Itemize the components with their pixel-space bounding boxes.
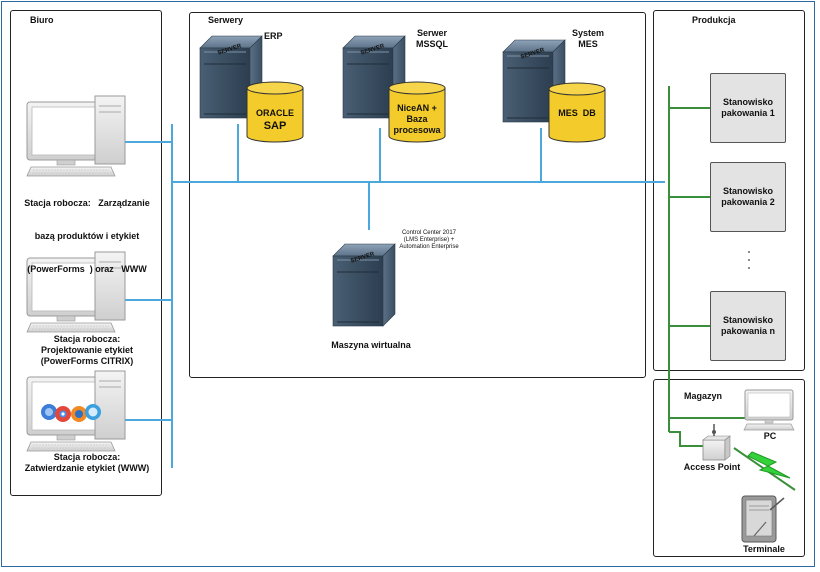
access-point-icon xyxy=(702,424,731,461)
warehouse-pc-computer xyxy=(743,389,795,431)
office-section xyxy=(10,10,162,496)
mes-server-title: System MES xyxy=(564,28,612,50)
warehouse-section-title: Magazyn xyxy=(684,391,723,401)
workstation-1-label: Stacja robocza: Zarządzanie bazą produkt… xyxy=(12,176,162,286)
warehouse-section xyxy=(653,379,805,557)
workstation-1-computer xyxy=(26,95,126,177)
mssql-db-line2: Baza xyxy=(406,114,428,124)
erp-db-line1: ORACLE xyxy=(256,108,294,118)
mssql-title-line1: Serwer xyxy=(416,28,448,38)
office-section-title: Biuro xyxy=(30,15,54,25)
mes-db-cylinder xyxy=(548,82,606,143)
mssql-db-label: NiceAN + Baza procesowa xyxy=(389,103,445,136)
workstation-1-line2: bazą produktów i etykiet xyxy=(34,231,140,241)
erp-server-title: ERP xyxy=(264,31,283,41)
terminal-device-icon xyxy=(741,495,785,543)
vm-note: Control Center 2017 (LMS Enterprise) + A… xyxy=(386,230,472,251)
workstation-3-line2: Zatwierdzanie etykiet (WWW) xyxy=(24,463,150,473)
packing-station-1-line1: Stanowisko xyxy=(722,97,773,107)
vm-note-line1: Control Center 2017 xyxy=(401,230,457,236)
mssql-db-cylinder xyxy=(388,81,446,143)
workstation-2-label: Stacja robocza: Projektowanie etykiet (P… xyxy=(12,334,162,367)
erp-db-line2: SAP xyxy=(263,120,287,132)
browser-logos-icon xyxy=(41,404,101,422)
terminals-label: Terminale xyxy=(743,544,785,554)
workstation-3-label: Stacja robocza: Zatwierdzanie etykiet (W… xyxy=(12,452,162,474)
workstation-2-line3: (PowerForms CITRIX) xyxy=(40,356,134,366)
production-section-title: Produkcja xyxy=(692,15,736,25)
mssql-server-title: Serwer MSSQL xyxy=(404,28,460,50)
packing-station-1-line2: pakowania 1 xyxy=(721,108,775,118)
erp-db-cylinder xyxy=(246,81,304,143)
erp-db-label: ORACLE SAP xyxy=(247,108,303,133)
workstation-2-line2: Projektowanie etykiet xyxy=(40,345,134,355)
vm-note-line2: (LMS Enterprise) + xyxy=(403,237,455,243)
mssql-title-line2: MSSQL xyxy=(415,39,448,49)
packing-station-n-line1: Stanowisko xyxy=(722,315,773,325)
production-network xyxy=(668,86,796,491)
mes-db-label: MES DB xyxy=(558,108,596,118)
warehouse-pc-label: PC xyxy=(763,431,777,441)
workstation-1-line1: Stacja robocza: Zarządzanie xyxy=(24,198,150,208)
packing-station-2-line1: Stanowisko xyxy=(722,186,773,196)
packing-station-2-line2: pakowania 2 xyxy=(721,197,775,207)
workstation-1-line3: (PowerForms ) oraz WWW xyxy=(27,264,147,274)
servers-section xyxy=(189,12,646,378)
workstation-3-line1: Stacja robocza: xyxy=(53,452,121,462)
wireless-signal-icon xyxy=(747,451,791,479)
mes-title-line1: System xyxy=(571,28,605,38)
production-section xyxy=(653,10,805,371)
mssql-db-line3: procesowa xyxy=(393,125,441,135)
mssql-db-line1: NiceAN + xyxy=(397,103,437,113)
workstation-2-line1: Stacja robocza: xyxy=(53,334,121,344)
access-point-label: Access Point xyxy=(683,462,741,472)
vm-label: Maszyna wirtualna xyxy=(331,340,411,350)
packing-station-n-line2: pakowania n xyxy=(720,326,775,336)
vm-note-line3: Automation Enterprise xyxy=(399,244,459,250)
mes-title-line2: MES xyxy=(578,39,598,49)
lan-lines xyxy=(122,124,665,468)
more-stations-dots xyxy=(748,251,750,269)
servers-section-title: Serwery xyxy=(208,15,244,25)
